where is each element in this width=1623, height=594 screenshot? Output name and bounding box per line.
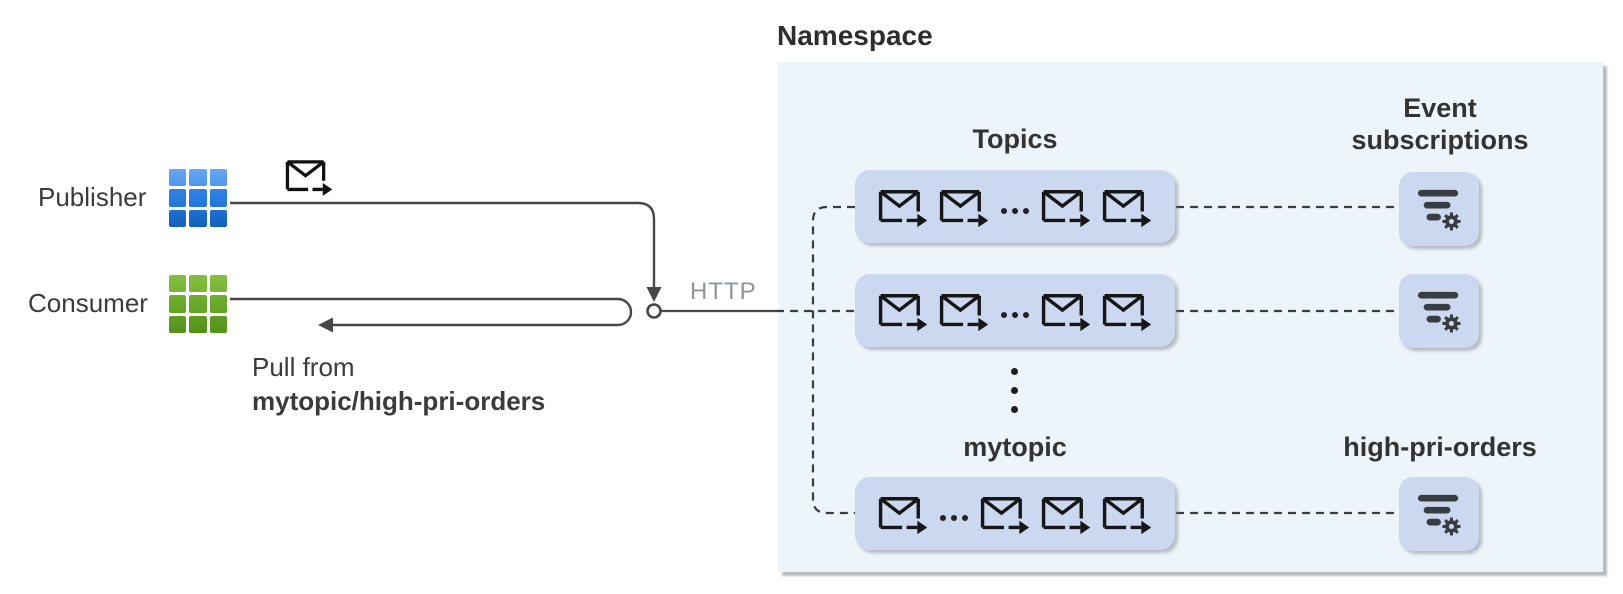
topic-row-1	[855, 170, 1175, 243]
pull-arrowhead-icon	[318, 317, 333, 333]
filter-gear-icon	[1414, 186, 1464, 232]
message-envelope-icon	[938, 290, 990, 332]
event-subscription-box	[1399, 274, 1479, 348]
namespace-title: Namespace	[777, 20, 933, 51]
filter-gear-icon	[1414, 491, 1464, 537]
pull-caption-line2: mytopic/high-pri-orders	[252, 386, 546, 416]
message-envelope-icon	[1101, 290, 1153, 332]
message-envelope-icon	[877, 186, 929, 228]
http-protocol-label: HTTP	[690, 278, 757, 305]
topic-row-2	[855, 274, 1175, 347]
event-subscription-box	[1399, 172, 1479, 246]
event-subscription-box	[1399, 477, 1479, 551]
published-message-envelope-icon	[284, 156, 334, 197]
topics-heading: Topics	[972, 124, 1058, 154]
message-envelope-icon	[877, 493, 929, 535]
consumer-app-icon	[169, 275, 227, 333]
http-junction-circle	[646, 303, 662, 319]
high-pri-orders-label: high-pri-orders	[1343, 432, 1537, 462]
event-subscriptions-heading: Event subscriptions	[1351, 93, 1529, 155]
ellipsis-dots-icon	[1001, 311, 1029, 318]
message-envelope-icon	[938, 186, 990, 228]
pull-caption: Pull from mytopic/high-pri-orders	[252, 350, 545, 418]
mytopic-label: mytopic	[963, 432, 1067, 462]
pull-caption-line1: Pull from	[252, 352, 355, 382]
ellipsis-dots-icon	[940, 514, 968, 521]
message-envelope-icon	[979, 493, 1031, 535]
consumer-pull-line	[230, 297, 633, 327]
topic-row-3	[855, 477, 1175, 550]
message-envelope-icon	[877, 290, 929, 332]
publisher-app-icon	[169, 169, 227, 227]
message-envelope-icon	[1101, 493, 1153, 535]
publisher-label: Publisher	[38, 182, 147, 212]
publisher-arrowhead-icon	[646, 287, 662, 302]
more-topics-ellipsis-icon	[1011, 368, 1018, 413]
filter-gear-icon	[1414, 288, 1464, 334]
publisher-to-http-line	[230, 201, 656, 288]
message-envelope-icon	[1040, 493, 1092, 535]
consumer-label: Consumer	[28, 288, 148, 318]
message-envelope-icon	[1040, 186, 1092, 228]
ellipsis-dots-icon	[1001, 207, 1029, 214]
message-envelope-icon	[1101, 186, 1153, 228]
message-envelope-icon	[1040, 290, 1092, 332]
